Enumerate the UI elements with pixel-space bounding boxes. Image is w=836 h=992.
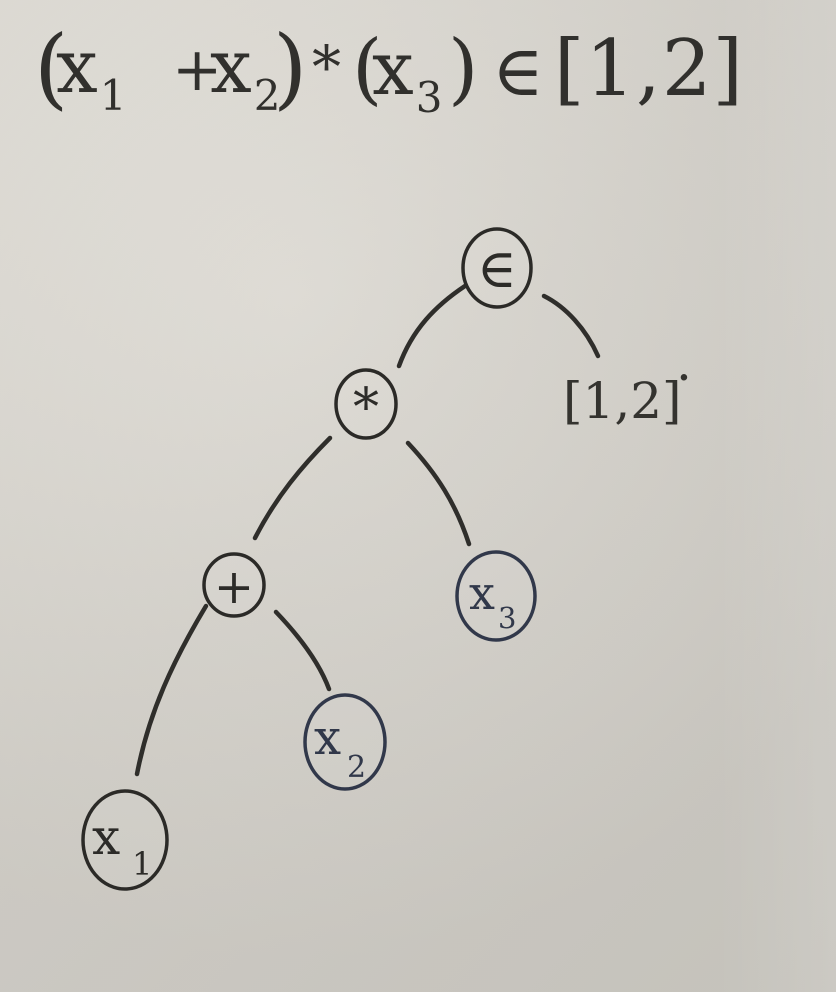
handwritten-equation: ( x1 + x2 ) * ( x3 ) ∈ [1,2] bbox=[34, 16, 743, 147]
x1-node-circle bbox=[81, 789, 169, 891]
equation-open-paren-2: ( bbox=[352, 24, 384, 114]
x1-node: x 1 bbox=[81, 789, 169, 891]
root-node-symbol: ∈ bbox=[477, 237, 517, 300]
multiply-node-circle bbox=[334, 368, 398, 440]
equation-x1: x1 bbox=[56, 30, 127, 117]
equation-close-paren-1: ) bbox=[273, 16, 309, 119]
x3-node: x 3 bbox=[455, 550, 537, 642]
interval-dot: . bbox=[676, 334, 692, 392]
x1-node-subscript: 1 bbox=[132, 845, 152, 883]
equation-membership: ∈ bbox=[492, 30, 545, 112]
equation-close-paren-2: ) bbox=[448, 24, 480, 114]
equation-x3-subscript: 3 bbox=[415, 73, 444, 122]
interval-node-label: [1,2] bbox=[563, 372, 682, 430]
x1-node-base: x bbox=[92, 808, 120, 866]
equation-x3-base: x bbox=[372, 26, 415, 112]
equation-x2-base: x bbox=[210, 24, 253, 110]
board-edge-shading bbox=[716, 0, 836, 992]
equation-interval: [1,2] bbox=[554, 24, 744, 114]
interval-node: [1,2] . bbox=[563, 334, 692, 430]
x3-node-subscript: 3 bbox=[498, 601, 516, 635]
edge-multiply-to-x3 bbox=[405, 440, 472, 547]
equation-x3: x3 bbox=[372, 32, 443, 119]
edge-plus-to-x2 bbox=[273, 609, 332, 692]
equation-x2: x2 bbox=[210, 30, 281, 117]
x3-node-circle bbox=[455, 550, 537, 642]
edge-multiply-to-plus bbox=[252, 435, 333, 541]
plus-node-symbol: + bbox=[214, 559, 254, 615]
x2-node-subscript: 2 bbox=[347, 750, 366, 785]
plus-node-circle bbox=[202, 552, 266, 618]
x2-node-circle bbox=[303, 693, 387, 791]
root-node-circle bbox=[461, 227, 533, 309]
multiply-node: * bbox=[334, 368, 398, 440]
x2-node-base: x bbox=[314, 710, 341, 766]
equation-multiply: * bbox=[312, 33, 342, 101]
plus-node: + bbox=[202, 552, 266, 618]
edge-plus-to-x1 bbox=[134, 603, 209, 777]
root-node: ∈ bbox=[461, 227, 533, 309]
multiply-node-symbol: * bbox=[353, 378, 379, 438]
equation-x2-subscript: 2 bbox=[253, 71, 282, 120]
x3-node-base: x bbox=[469, 566, 495, 620]
equation-open-paren-1: ( bbox=[34, 16, 70, 119]
equation-plus: + bbox=[172, 35, 224, 105]
equation-x1-base: x bbox=[56, 24, 99, 110]
edge-root-to-multiply bbox=[396, 283, 468, 369]
equation-x1-subscript: 1 bbox=[99, 71, 128, 120]
edge-root-to-interval bbox=[541, 293, 601, 359]
x2-node: x 2 bbox=[303, 693, 387, 791]
